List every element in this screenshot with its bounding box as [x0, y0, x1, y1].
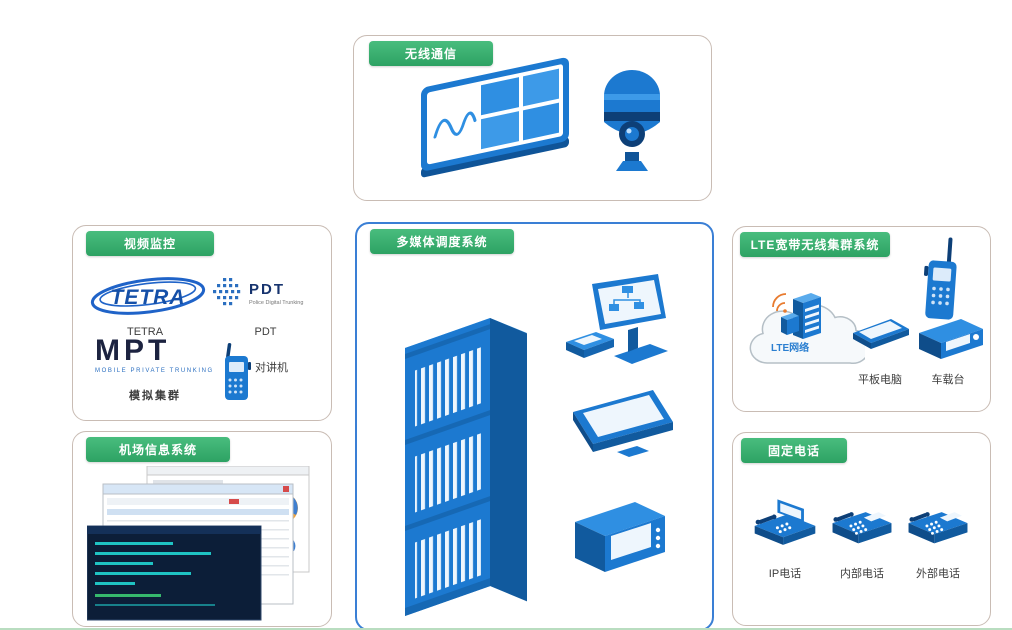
lte-network-label: LTE网络: [771, 341, 809, 354]
walkie-talkie-icon: [225, 342, 251, 400]
video-terminal-icon: [566, 274, 668, 364]
ip-phone-icon: [749, 493, 821, 555]
mpt-caption: 模拟集群: [129, 390, 181, 402]
panel-wireless-badge: 无线通信: [369, 41, 493, 66]
recorder-icon: [575, 502, 665, 572]
bottom-divider: [0, 628, 1012, 630]
mpt-logo: MPT MOBILE PRIVATE TRUNKING: [95, 334, 215, 375]
ptz-camera-icon: [604, 70, 660, 171]
radio-panel-icon: [421, 57, 569, 178]
intercom-caption: 对讲机: [255, 362, 288, 374]
external-phone-icon: [903, 495, 973, 555]
tablet-icon: [853, 319, 909, 349]
pdt-logo: PDT Police Digital Trunking: [213, 278, 303, 306]
panel-dispatch-badge: 多媒体调度系统: [370, 229, 514, 254]
vehicle-caption: 车载台: [931, 374, 965, 386]
internal-phone-caption: 内部电话: [840, 568, 884, 580]
server-rack-icon: [405, 318, 527, 616]
panel-surveillance: 视频监控 TETRA TETRA PDT Police Digital Trun…: [72, 225, 332, 421]
tetra-logo-text: TETRA: [111, 286, 186, 309]
panel-wireless: 无线通信: [353, 35, 712, 201]
panel-airport-badge: 机场信息系统: [86, 437, 230, 462]
vehicle-radio-icon: [919, 319, 983, 359]
tablet-caption: 平板电脑: [858, 374, 902, 386]
pdt-logo-subtitle: Police Digital Trunking: [249, 300, 303, 306]
software-screenshots-icon: [87, 466, 310, 621]
tetra-logo: TETRA: [90, 277, 206, 315]
screenshot-front-console: [87, 525, 262, 621]
panel-landline-badge: 固定电话: [741, 438, 847, 463]
panel-surveillance-badge: 视频监控: [86, 231, 214, 256]
panel-dispatch: 多媒体调度系统: [355, 222, 714, 630]
external-phone-caption: 外部电话: [916, 568, 960, 580]
panel-airport: 机场信息系统: [72, 431, 332, 627]
internal-phone-icon: [827, 495, 897, 555]
handheld-radio-icon: [923, 237, 957, 320]
panel-landline: 固定电话 IP电话 内部电话 外部电话: [732, 432, 991, 626]
panel-lte: LTE宽带无线集群系统 LTE网络: [732, 226, 991, 412]
panel-lte-badge: LTE宽带无线集群系统: [740, 232, 890, 257]
monitor-icon: [573, 390, 673, 457]
lte-network-cloud-icon: LTE网络: [749, 293, 865, 365]
mpt-logo-subtitle: MOBILE PRIVATE TRUNKING: [95, 368, 214, 374]
pdt-logo-text: PDT: [249, 281, 285, 298]
mpt-logo-text: MPT: [95, 334, 171, 367]
pdt-caption: PDT: [254, 326, 277, 338]
tetra-caption: TETRA: [126, 326, 164, 338]
ip-phone-caption: IP电话: [768, 568, 802, 580]
